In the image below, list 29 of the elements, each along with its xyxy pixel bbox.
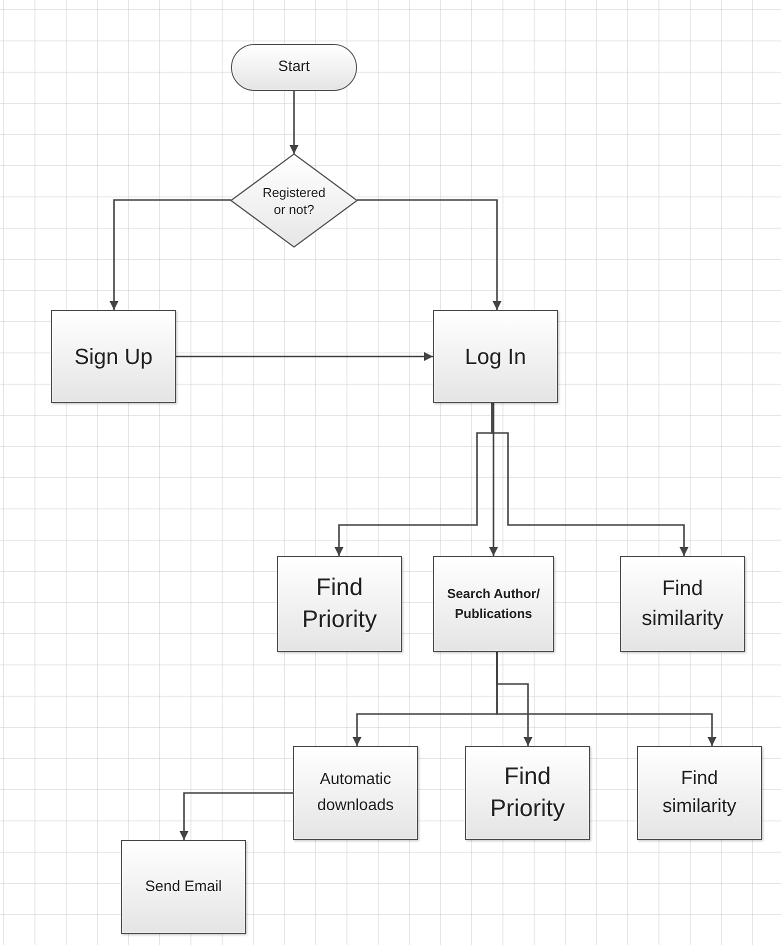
process-box: [433, 310, 558, 403]
process-box: [277, 556, 402, 652]
process-box: [465, 746, 590, 840]
process-box: [433, 556, 554, 652]
arrow: [180, 792, 293, 840]
node-label: Start: [277, 57, 311, 78]
arrow: [489, 403, 498, 556]
node-label: Find similarity: [662, 767, 738, 819]
process-box: [293, 746, 418, 840]
process-box: [620, 556, 745, 652]
node-label: Sign Up: [73, 343, 154, 371]
arrow: [496, 652, 716, 746]
node-label: Find Priority: [489, 762, 566, 824]
process-box: [51, 310, 176, 403]
process-box: [121, 840, 246, 934]
arrow: [491, 403, 688, 556]
node-label: Send Email: [144, 876, 223, 897]
node-label: Find similarity: [640, 576, 724, 632]
node-label: Search Author/ Publications: [446, 585, 541, 623]
node-label: Automatic downloads: [316, 770, 395, 816]
node-label: Find Priority: [301, 573, 378, 635]
node-label: Log In: [464, 343, 528, 371]
arrow: [357, 199, 502, 310]
terminator-pill: [231, 44, 357, 91]
arrow: [176, 352, 433, 361]
arrow: [290, 91, 298, 154]
process-box: [637, 746, 762, 840]
arrow: [110, 199, 231, 310]
node-label: Registered or not?: [262, 184, 326, 218]
